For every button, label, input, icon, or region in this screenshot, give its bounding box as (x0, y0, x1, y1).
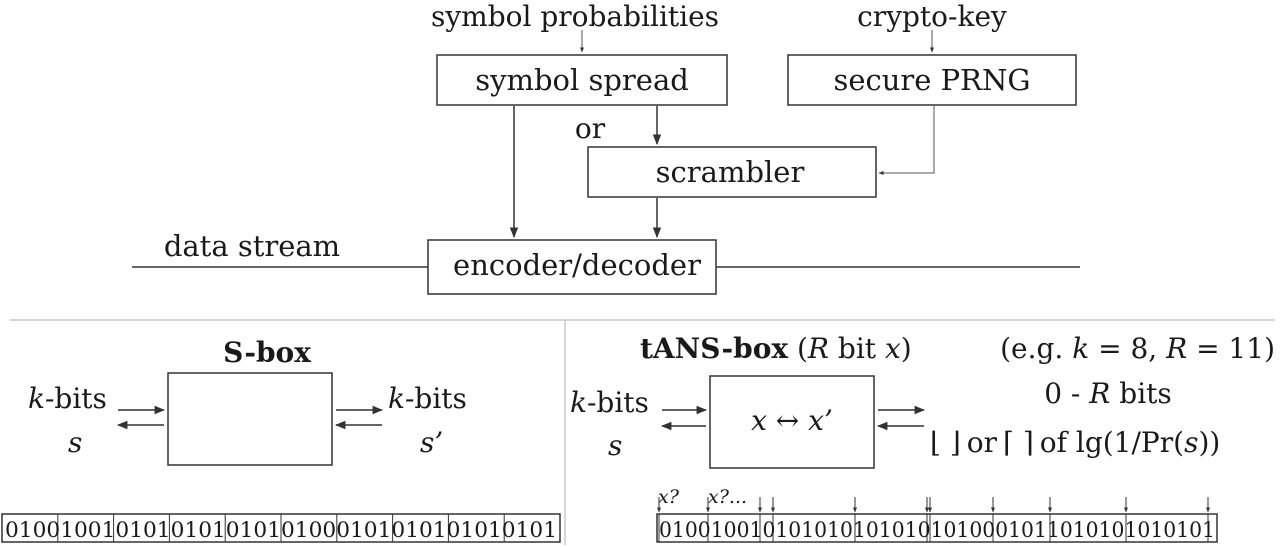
tans-left-k: k (570, 386, 587, 419)
sbox-right-bits: -bits (405, 382, 467, 415)
tans-bits-range: 0 - R bits (1044, 377, 1172, 410)
sbox-box (167, 372, 333, 466)
tans-example-open: (e.g. (1000, 332, 1072, 365)
tans-bit-pointers (657, 497, 1210, 513)
crypto-key-label: crypto-key (857, 0, 1007, 33)
sbox-right-k: k (388, 382, 405, 415)
tans-box-x: x (751, 404, 767, 437)
symbol-spread-label: symbol spread (475, 63, 689, 97)
tans-floor-symbol: ⌊ ⌋ (930, 426, 961, 459)
tans-box-xp: x’ (808, 404, 833, 437)
tans-title-bit: bit (829, 332, 885, 365)
tans-rounding-note: ⌊ ⌋or⌈ ⌉of lg(1/Pr(s)) (930, 426, 1220, 459)
tans-bitstring-frame (656, 513, 1218, 543)
secure-prng-label: secure PRNG (833, 63, 1030, 97)
tans-box-mapping: x ↔ x’ (751, 404, 833, 437)
tans-box-arrow: ↔ (767, 404, 808, 437)
sbox-left-bits-label: k-bits (28, 382, 107, 415)
tans-or-word: or (967, 426, 998, 459)
scrambler-box (587, 146, 877, 198)
tans-bits-range-R: R (1088, 377, 1110, 410)
tans-title-paren-open: ( (788, 332, 808, 365)
sbox-left-bits: -bits (45, 382, 107, 415)
prng-to-scrambler-arrow (878, 106, 935, 175)
tans-left-bits: -bits (587, 386, 649, 419)
tans-bits-range-pre: 0 - (1044, 377, 1089, 410)
tans-title-R: R (807, 332, 829, 365)
tans-box (709, 375, 875, 469)
symbol-probabilities-label: symbol probabilities (431, 0, 719, 33)
tans-bits-range-post: bits (1110, 377, 1171, 410)
sbox-left-s: s (68, 426, 82, 459)
tans-example-k: k (1072, 332, 1089, 365)
tans-title-bold: tANS-box (640, 332, 788, 365)
tans-example-mid: = 8, (1089, 332, 1166, 365)
sbox-left-k: k (28, 382, 45, 415)
tans-bitstring: 0100100101010101010101010001011010101010… (659, 518, 1215, 542)
tans-left-bits-label: k-bits (570, 386, 649, 419)
tans-x-query-1: x? (658, 486, 680, 508)
sbox-right-s: s’ (420, 426, 443, 459)
tans-ceil-symbol: ⌈ ⌉ (1003, 426, 1034, 459)
secure-prng-box (787, 54, 1077, 106)
sbox-right-bits-label: k-bits (388, 382, 467, 415)
tans-left-s: s (608, 429, 622, 462)
tans-title: tANS-box (R bit x) (640, 332, 912, 365)
tans-lg-s: s (1184, 426, 1198, 459)
tans-x-query-2: x?... (708, 486, 747, 508)
sbox-title: S-box (223, 336, 311, 369)
tans-example: (e.g. k = 8, R = 11) (1000, 332, 1275, 365)
data-stream-label: data stream (164, 229, 340, 263)
tans-lg-post: )) (1198, 426, 1220, 459)
tans-title-paren-close: ) (901, 332, 912, 365)
sbox-bitstring: 0100100101010101010101000101010101010101 (5, 518, 557, 542)
tans-bitstring-dividers (658, 514, 1209, 542)
tans-lg-pre: of lg(1/Pr( (1040, 426, 1184, 459)
sbox-bitstring-dividers (57, 514, 505, 542)
tans-example-end: = 11) (1187, 332, 1275, 365)
tans-title-x: x (885, 332, 901, 365)
symbol-spread-box (436, 54, 728, 106)
encoder-decoder-label: encoder/decoder (453, 248, 701, 282)
scrambler-label: scrambler (656, 155, 805, 189)
or-label: or (575, 112, 606, 145)
encoder-decoder-box (427, 239, 717, 295)
tans-example-R: R (1165, 332, 1187, 365)
